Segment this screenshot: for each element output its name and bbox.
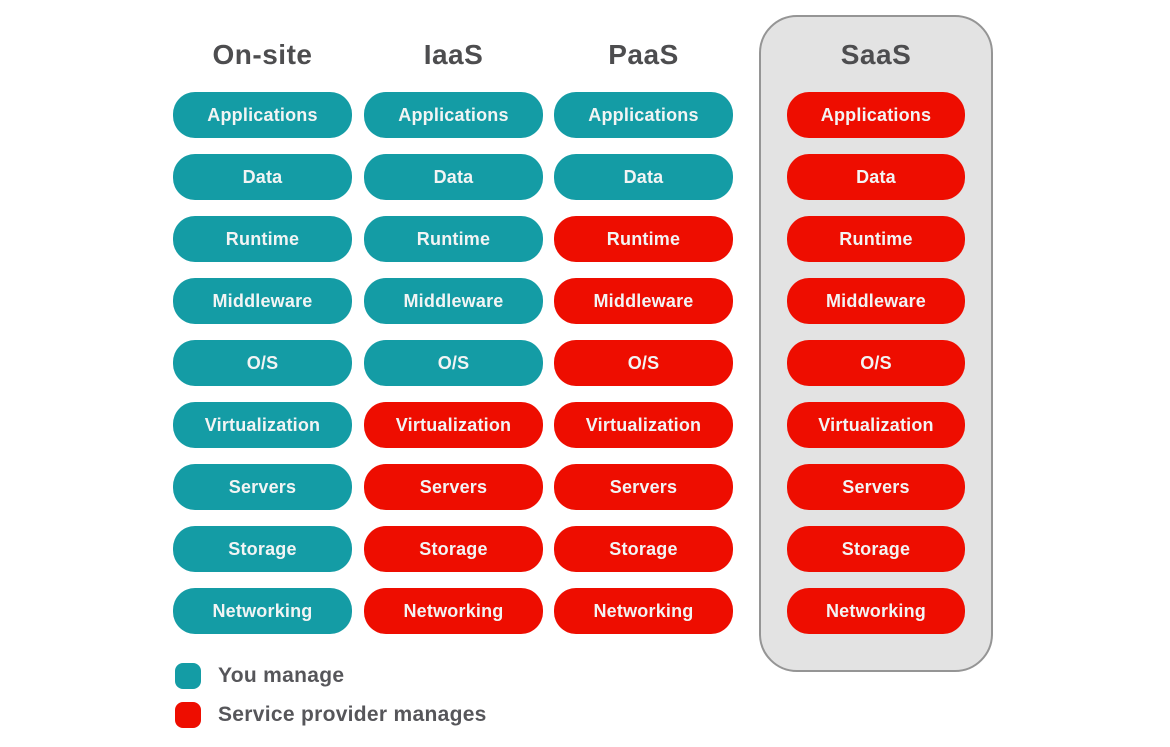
layer-pill-label: Middleware [403,290,504,311]
layer-pill-label: Data [856,166,896,187]
layer-pill-label: Virtualization [585,414,702,435]
layer-pill-middleware: Middleware [364,278,543,324]
layer-pill-storage: Storage [787,526,965,572]
layer-pill-label: Data [623,166,664,187]
service-provider-manages-swatch [175,702,201,728]
column-header-iaas: IaaS [423,39,484,70]
layer-pill-label: Servers [609,476,678,497]
layer-pill-label: O/S [437,352,470,373]
layer-pill-servers: Servers [554,464,733,510]
layer-pill-applications: Applications [364,92,543,138]
layer-pill-virtualization: Virtualization [554,402,733,448]
layer-pill-label: Virtualization [395,414,512,435]
layer-pill-label: Applications [820,104,932,125]
layer-pill-middleware: Middleware [173,278,352,324]
layer-pill-label: Data [433,166,474,187]
layer-pill-label: Networking [212,600,313,621]
layer-pill-label: Servers [419,476,488,497]
layer-pill-applications: Applications [554,92,733,138]
legend-item-you-manage: You manage [175,663,487,689]
layer-pill-runtime: Runtime [173,216,352,262]
layer-pill-networking: Networking [554,588,733,634]
layer-pill-virtualization: Virtualization [364,402,543,448]
layer-pill-label: Networking [403,600,504,621]
layer-pill-label: Data [242,166,283,187]
layer-pill-label: Runtime [839,228,913,249]
layer-pill-runtime: Runtime [554,216,733,262]
layer-pill-data: Data [787,154,965,200]
layer-pill-storage: Storage [173,526,352,572]
layer-pill-middleware: Middleware [787,278,965,324]
layer-pill-label: Networking [825,600,926,621]
column-header-paas: PaaS [608,39,679,70]
layer-pill-label: Runtime [606,228,681,249]
layer-pill-label: Middleware [825,290,927,311]
layer-pill-networking: Networking [787,588,965,634]
layer-pill-servers: Servers [364,464,543,510]
layer-pill-label: Servers [842,476,910,497]
legend-label-you-manage: You manage [218,664,345,687]
layer-pill-applications: Applications [787,92,965,138]
layer-pill-o-s: O/S [364,340,543,386]
layer-pill-label: Storage [609,538,678,559]
layer-pill-networking: Networking [173,588,352,634]
layer-pill-middleware: Middleware [554,278,733,324]
layer-pill-label: Storage [419,538,488,559]
layer-pill-label: Middleware [212,290,313,311]
legend-item-service-provider-manages: Service provider manages [175,702,487,728]
column-header-on-site: On-site [212,39,313,70]
layer-pill-data: Data [173,154,352,200]
layer-pill-label: Applications [398,104,509,125]
layer-pill-label: Runtime [416,228,491,249]
layer-pill-storage: Storage [364,526,543,572]
layer-pill-label: Storage [228,538,297,559]
layer-pill-label: Networking [593,600,694,621]
layer-pill-label: Virtualization [818,414,934,435]
layer-pill-storage: Storage [554,526,733,572]
layer-pill-o-s: O/S [554,340,733,386]
layer-pill-data: Data [364,154,543,200]
layer-pill-networking: Networking [364,588,543,634]
layer-pill-label: Servers [228,476,297,497]
layer-pill-servers: Servers [787,464,965,510]
legend-label-service-provider-manages: Service provider manages [218,703,487,726]
layer-pill-servers: Servers [173,464,352,510]
layer-pill-label: O/S [860,352,892,373]
legend: You manage Service provider manages [175,663,487,728]
layer-pill-label: O/S [627,352,660,373]
layer-pill-label: Middleware [593,290,694,311]
layer-pill-label: Runtime [225,228,300,249]
you-manage-swatch [175,663,201,689]
layer-pill-virtualization: Virtualization [173,402,352,448]
layer-pill-runtime: Runtime [364,216,543,262]
layer-pill-label: Storage [841,538,911,559]
column-header-saas: SaaS [840,39,912,70]
layer-pill-label: O/S [246,352,279,373]
layer-pill-o-s: O/S [173,340,352,386]
layer-pill-label: Virtualization [204,414,321,435]
layer-pill-applications: Applications [173,92,352,138]
layer-pill-o-s: O/S [787,340,965,386]
layer-pill-label: Applications [588,104,699,125]
layer-pill-virtualization: Virtualization [787,402,965,448]
layer-pill-label: Applications [207,104,318,125]
layer-pill-data: Data [554,154,733,200]
layer-pill-runtime: Runtime [787,216,965,262]
